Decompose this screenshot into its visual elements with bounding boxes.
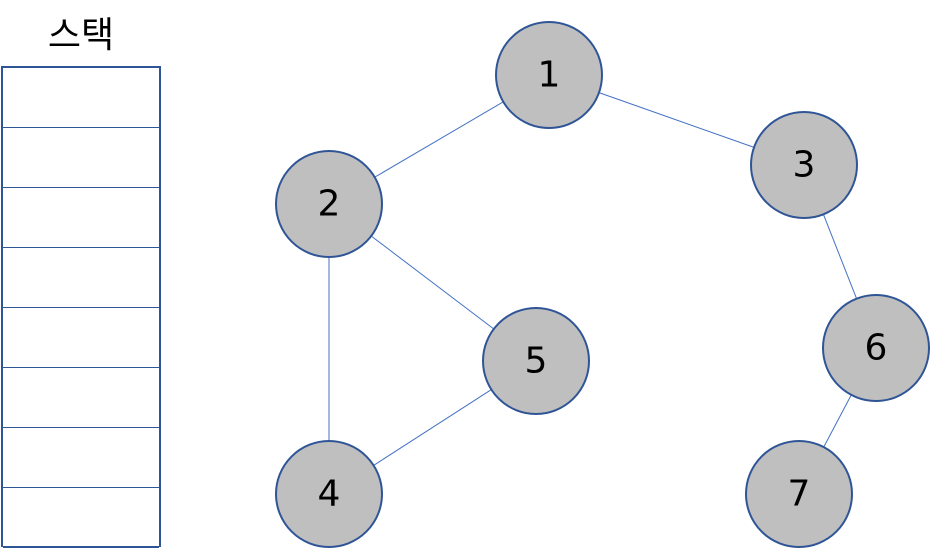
node-circle — [745, 440, 853, 548]
node-label: 3 — [793, 145, 816, 186]
graph-edges — [328, 92, 858, 466]
node-circle — [275, 150, 383, 258]
node-circle — [275, 440, 383, 548]
node-label: 4 — [318, 474, 341, 515]
node-1: 1 — [495, 21, 603, 129]
edge-2-5 — [370, 235, 495, 330]
stack-title: 스택 — [47, 15, 115, 56]
edge-5-4 — [373, 389, 492, 466]
stack-cell — [3, 428, 159, 488]
node-6: 6 — [822, 294, 930, 402]
node-2: 2 — [275, 150, 383, 258]
node-circle — [495, 21, 603, 129]
edge-3-6 — [822, 214, 858, 299]
edge-1-3 — [598, 92, 755, 148]
node-label: 1 — [538, 55, 561, 96]
stack-cell — [3, 128, 159, 188]
edge-6-7 — [823, 394, 852, 448]
stack-cell — [3, 368, 159, 428]
stack-cell — [3, 68, 159, 128]
graph-nodes: 1 2 3 4 5 6 7 — [275, 21, 930, 548]
node-circle — [750, 111, 858, 219]
node-circle — [482, 307, 590, 415]
node-3: 3 — [750, 111, 858, 219]
node-label: 7 — [788, 474, 811, 515]
node-7: 7 — [745, 440, 853, 548]
stack-cell — [3, 188, 159, 248]
node-label: 5 — [525, 341, 548, 382]
node-label: 6 — [865, 328, 888, 369]
stack-cell — [3, 248, 159, 308]
node-4: 4 — [275, 440, 383, 548]
stack-cell — [3, 308, 159, 368]
node-5: 5 — [482, 307, 590, 415]
edge-1-2 — [374, 101, 504, 178]
stack — [1, 66, 161, 548]
node-label: 2 — [318, 184, 341, 225]
node-circle — [822, 294, 930, 402]
